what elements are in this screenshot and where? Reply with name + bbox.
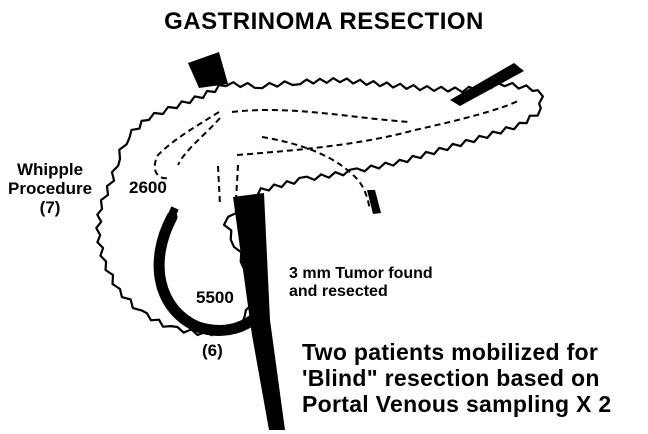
duodenal-vein-stub: [172, 208, 175, 215]
sampling-value-lower: 5500: [196, 289, 234, 307]
procedure-count: (7): [8, 198, 92, 217]
tumor-label: 3 mm Tumor found and resected: [289, 265, 433, 302]
blind-resection-note: Two patients mobilized for 'Blind" resec…: [302, 340, 611, 417]
sampling-value-upper: 2600: [129, 179, 167, 197]
portal-vein: [233, 193, 285, 430]
tumor-line-2: and resected: [289, 283, 433, 301]
tumor-line-1: 3 mm Tumor found: [289, 265, 433, 283]
note-line-1: Two patients mobilized for: [302, 340, 611, 366]
whipple-procedure-label: Whipple Procedure (7): [8, 160, 92, 217]
procedure-line-2: Procedure: [8, 179, 92, 198]
note-line-3: Portal Venous sampling X 2: [302, 392, 611, 418]
dashed-ducts: [155, 100, 520, 210]
upper-vessel: [188, 52, 228, 88]
note-line-2: 'Blind" resection based on: [302, 366, 611, 392]
count-label: (6): [202, 342, 223, 360]
procedure-line-1: Whipple: [8, 160, 92, 179]
